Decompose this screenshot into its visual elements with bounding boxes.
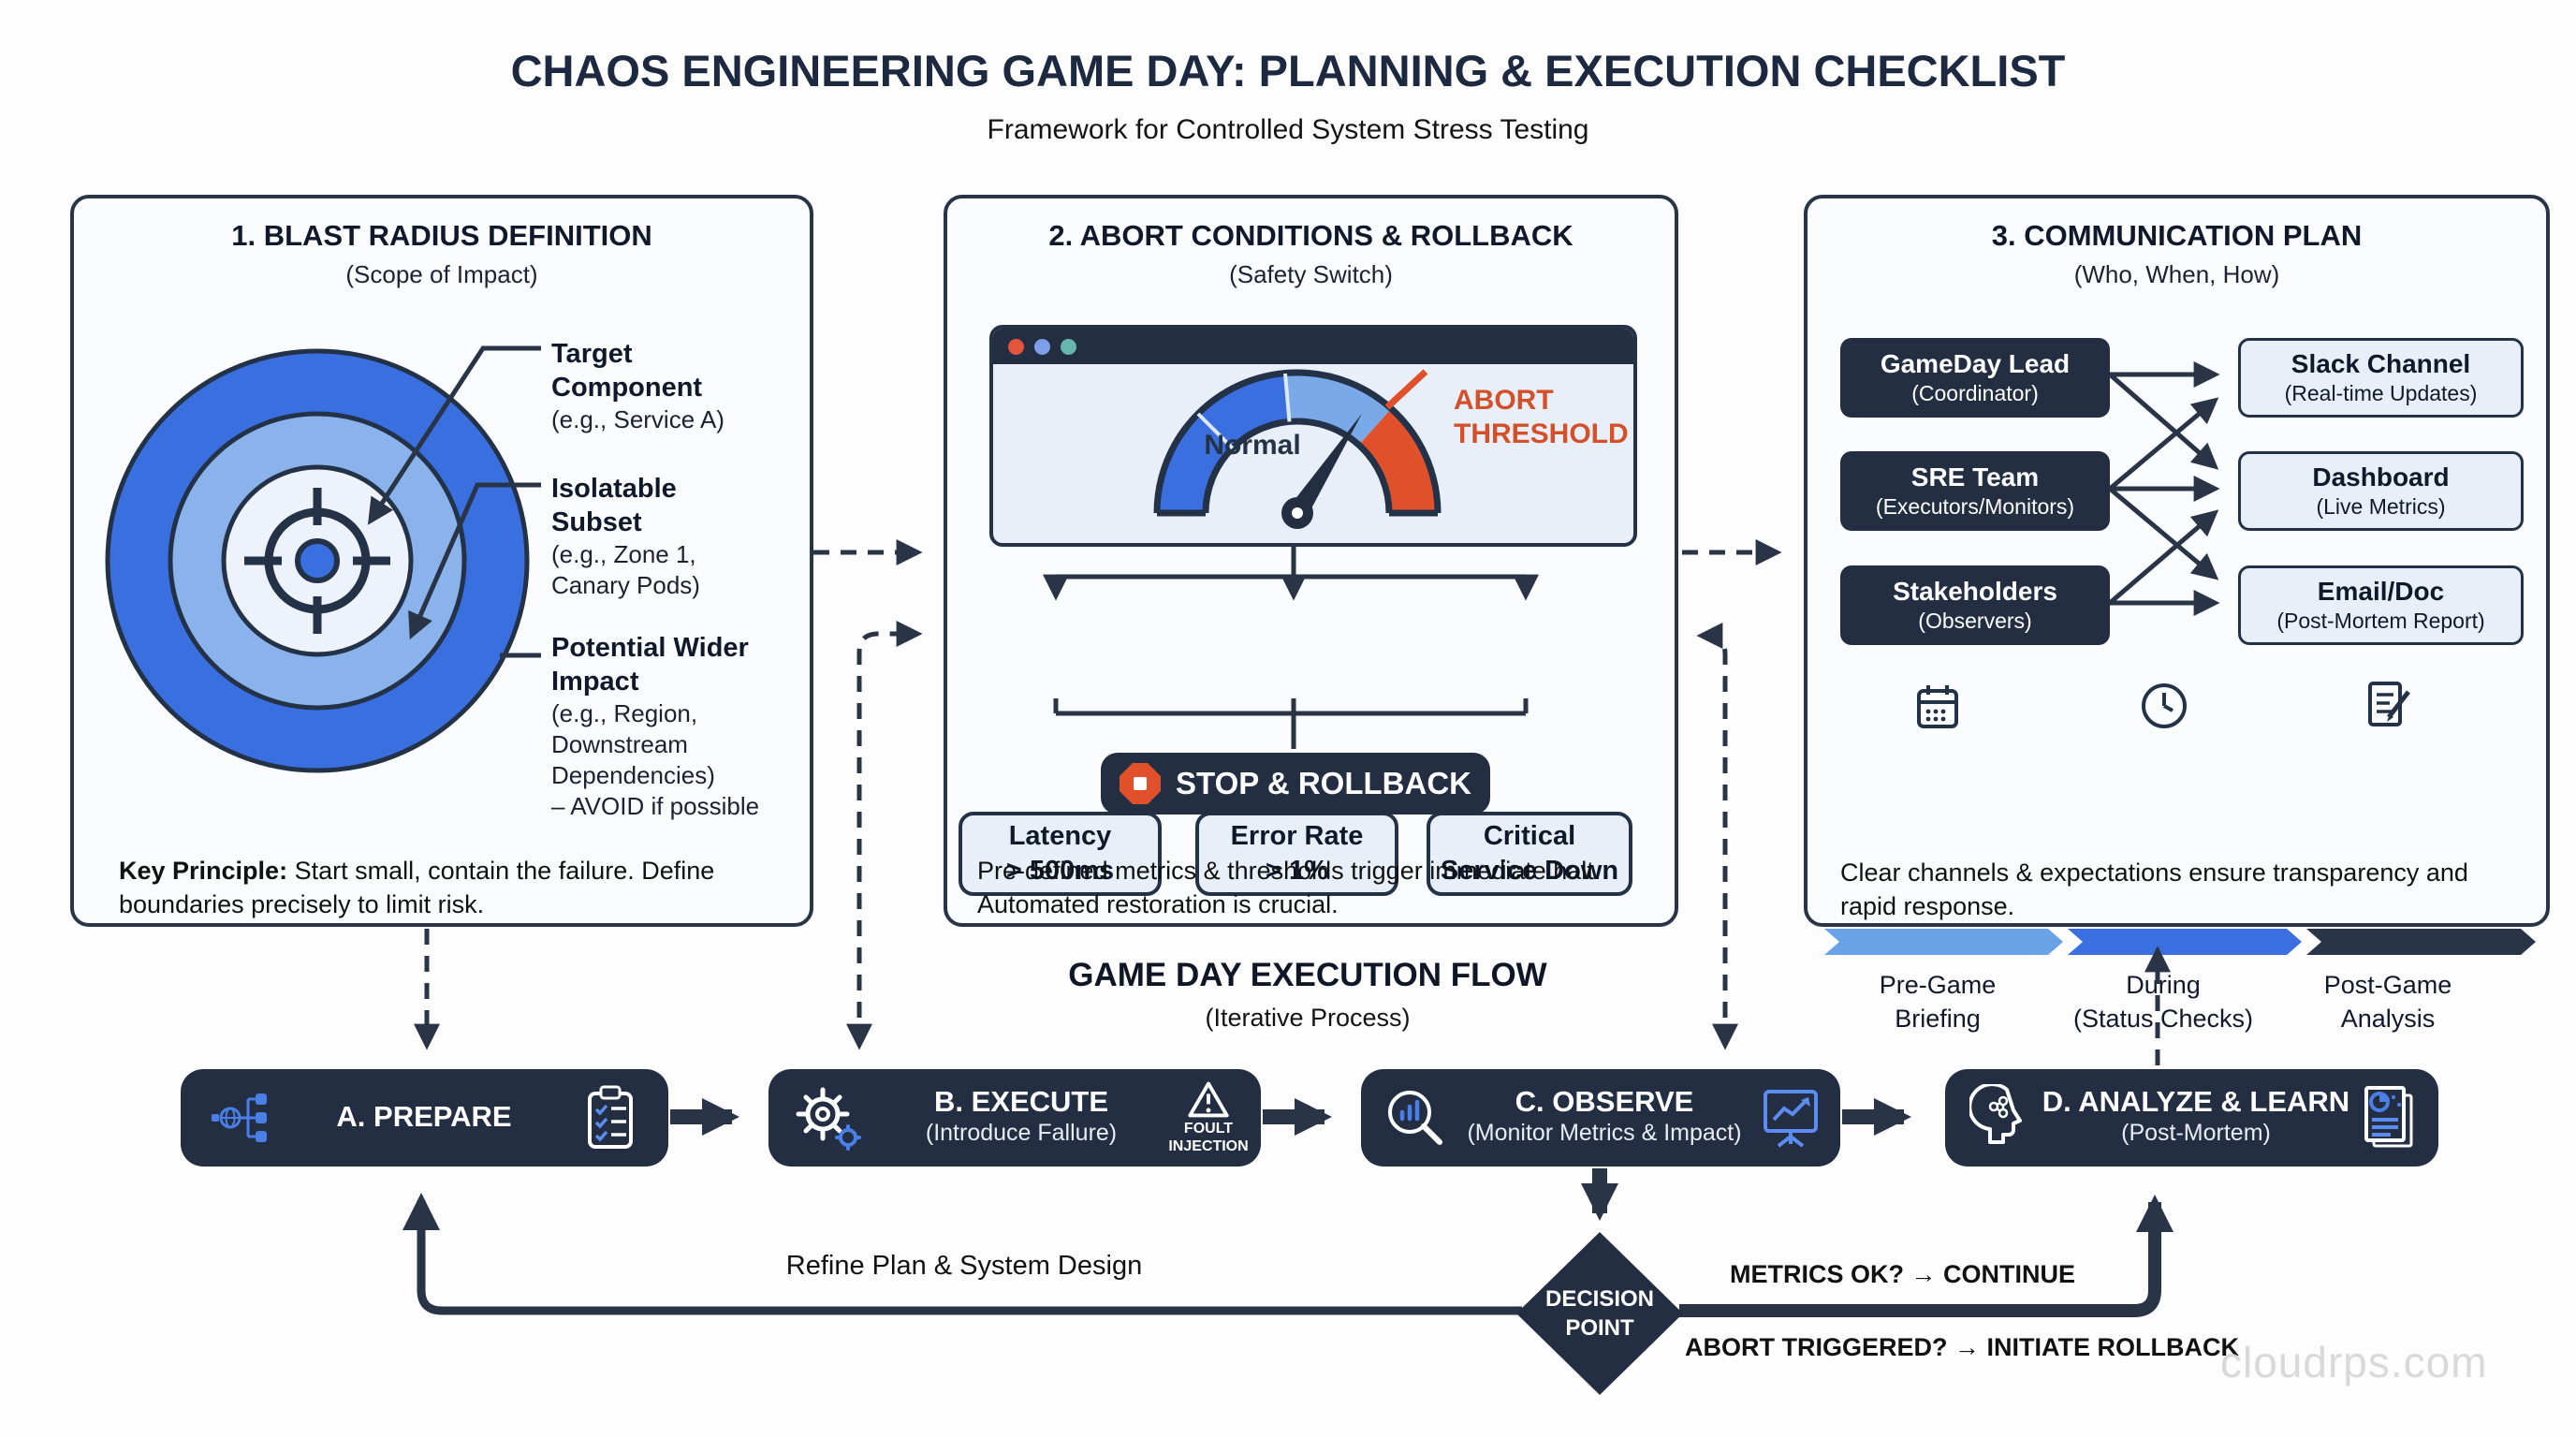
window-dot-blue-icon: [1034, 339, 1050, 355]
warning-triangle-icon: [1188, 1081, 1229, 1118]
stop-rollback-button: STOP & ROLLBACK: [1101, 753, 1490, 814]
flow-subtitle: (Iterative Process): [1205, 1004, 1411, 1032]
clock-icon: [2142, 683, 2187, 728]
condition-error-rate: Error Rate > 1%: [1195, 812, 1398, 896]
page-title: CHAOS ENGINEERING GAME DAY: PLANNING & E…: [510, 46, 2066, 95]
browser-titlebar: [993, 329, 1633, 364]
panel-abort-conditions: 2. ABORT CONDITIONS & ROLLBACK (Safety S…: [944, 195, 1678, 927]
panel1-title: 1. BLAST RADIUS DEFINITION: [231, 219, 652, 252]
timeline-segment-during: [2068, 929, 2302, 955]
panel3-title: 3. COMMUNICATION PLAN: [1991, 219, 2363, 252]
gauge-normal-label: Normal: [1204, 430, 1300, 461]
metrics-browser-window: Normal ABORT THRESHOLD: [989, 325, 1637, 547]
abort-triggered-label: ABORT TRIGGERED? → INITIATE ROLLBACK: [1685, 1333, 2239, 1361]
step-prepare: A. PREPARE: [181, 1069, 668, 1167]
abort-threshold-tick: [1384, 369, 1428, 410]
bullseye-target-icon: [105, 348, 530, 773]
flow-title: GAME DAY EXECUTION FLOW: [1068, 957, 1547, 993]
panel-blast-radius: 1. BLAST RADIUS DEFINITION (Scope of Imp…: [70, 195, 813, 927]
panel2-title: 2. ABORT CONDITIONS & ROLLBACK: [1048, 219, 1573, 252]
step-c-title: C. OBSERVE (Monitor Metrics & Impact): [1467, 1085, 1742, 1146]
panel2-caption: Pre-defined metrics & thresholds trigger…: [977, 857, 1602, 918]
panel2-subtitle: (Safety Switch): [1229, 260, 1393, 288]
step-d-title: D. ANALYZE & LEARN (Post-Mortem): [2042, 1085, 2350, 1146]
abort-threshold-label-2: THRESHOLD: [1454, 418, 1629, 449]
channel-email-doc: Email/Doc (Post-Mortem Report): [2238, 565, 2524, 645]
calendar-icon: [1917, 685, 1958, 728]
label-target-component: Target Component (e.g., Service A): [551, 339, 724, 433]
timeline-label-postgame: Post-Game Analysis: [2323, 971, 2452, 1033]
channel-dashboard: Dashboard (Live Metrics): [2238, 451, 2524, 531]
head-brain-icon: [1969, 1084, 2022, 1144]
channel-slack: Slack Channel (Real-time Updates): [2238, 338, 2524, 418]
doc-pencil-icon: [2368, 682, 2410, 726]
magnifier-chart-icon: [1388, 1091, 1442, 1145]
window-dot-red-icon: [1008, 339, 1024, 355]
timeline-label-pregame: Pre-Game Briefing: [1879, 971, 1997, 1033]
decision-point-label: DECISION POINT: [1544, 1286, 1654, 1341]
stop-rollback-label: STOP & ROLLBACK: [1176, 766, 1471, 800]
role-stakeholders: Stakeholders (Observers): [1840, 565, 2110, 645]
panel3-caption: Clear channels & expectations ensure tra…: [1840, 858, 2468, 920]
page-subtitle: Framework for Controlled System Stress T…: [987, 114, 1589, 145]
window-dot-teal-icon: [1061, 339, 1076, 355]
timeline-segment-pregame: [1824, 929, 2063, 955]
step-execute: B. EXECUTE (Introduce Fallure) FOULT INJ…: [768, 1069, 1261, 1167]
network-icon: [212, 1093, 267, 1142]
gear-icon: [796, 1087, 861, 1151]
timeline-segment-postgame: [2306, 929, 2536, 955]
timeline-label-during: During (Status Checks): [2072, 971, 2254, 1033]
abort-threshold-label-1: ABORT: [1454, 385, 1554, 416]
label-wider-impact: Potential Wider Impact (e.g., Region, Do…: [551, 633, 760, 820]
panel3-subtitle: (Who, When, How): [2073, 260, 2280, 288]
label-isolatable-subset: Isolatable Subset (e.g., Zone 1, Canary …: [551, 474, 700, 599]
condition-critical-service: Critical Service Down: [1427, 812, 1632, 896]
step-observe: C. OBSERVE (Monitor Metrics & Impact): [1361, 1069, 1840, 1167]
stop-octagon-icon: [1120, 763, 1162, 804]
step-b-title: B. EXECUTE (Introduce Fallure): [925, 1085, 1118, 1146]
panel-communication-plan: 3. COMMUNICATION PLAN (Who, When, How) G…: [1804, 195, 2550, 1033]
watermark: cloudrps.com: [2220, 1338, 2488, 1387]
fault-injection-badge: FOULT INJECTION: [1162, 1080, 1255, 1155]
panel1-subtitle: (Scope of Impact): [345, 260, 538, 288]
condition-latency: Latency > 500ms: [959, 812, 1162, 896]
abort-gauge: Normal ABORT THRESHOLD: [1153, 369, 1629, 529]
step-a-title: A. PREPARE: [336, 1100, 512, 1133]
continue-label: METRICS OK? → CONTINUE: [1730, 1260, 2075, 1288]
step-analyze: D. ANALYZE & LEARN (Post-Mortem): [1945, 1069, 2438, 1167]
role-gameday-lead: GameDay Lead (Coordinator): [1840, 338, 2110, 418]
gauge-needle-icon: [1288, 413, 1363, 519]
key-principle: Key Principle: Start small, contain the …: [119, 857, 715, 918]
report-icon: [2364, 1086, 2413, 1148]
role-sre-team: SRE Team (Executors/Monitors): [1840, 451, 2110, 531]
refine-plan-label: Refine Plan & System Design: [785, 1251, 1143, 1281]
clipboard-icon: [588, 1085, 633, 1149]
trend-board-icon: [1764, 1090, 1818, 1148]
